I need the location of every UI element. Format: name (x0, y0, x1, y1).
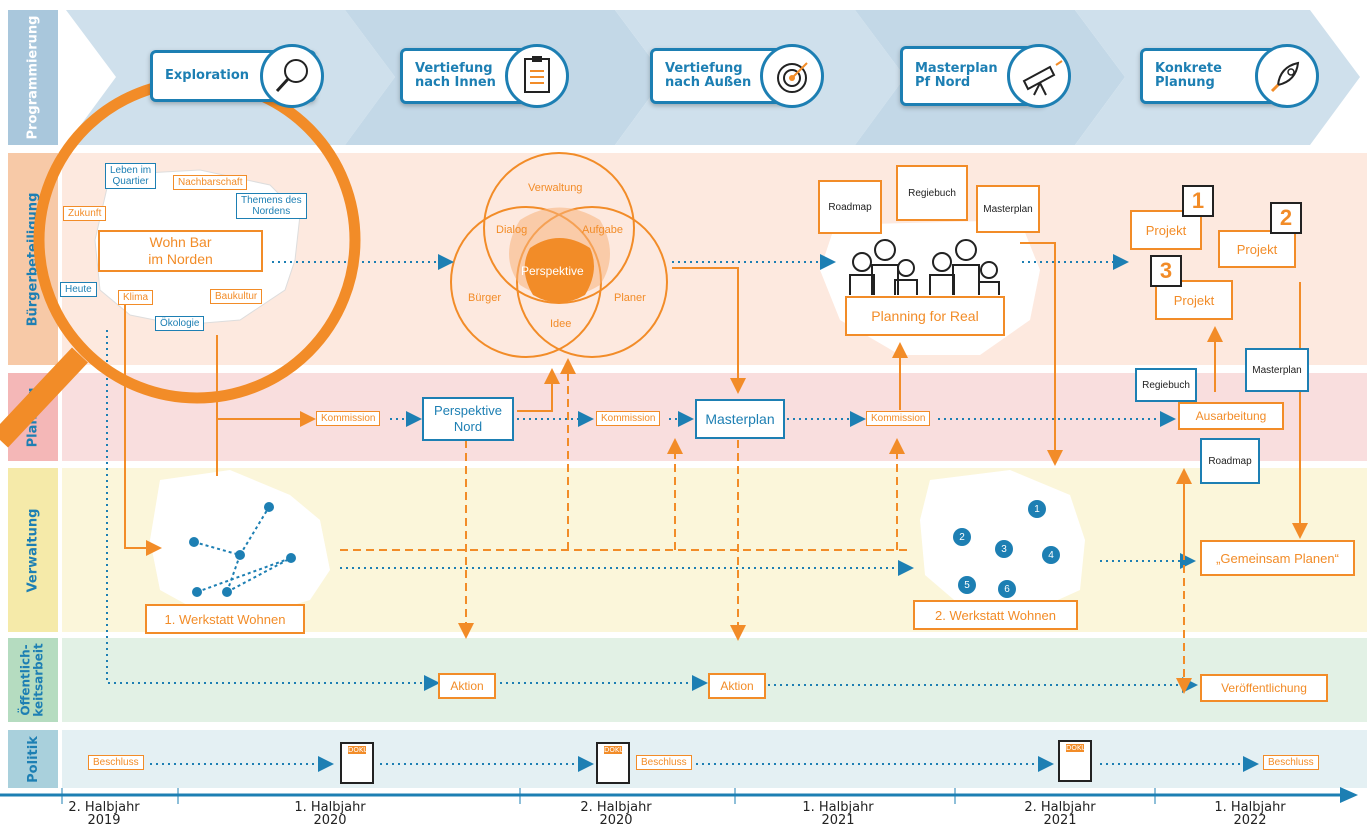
topic-themens-des-nordens: Themens des Nordens (236, 193, 307, 219)
rocket-icon (1255, 44, 1319, 108)
topic-baukultur: Baukultur (210, 289, 263, 304)
timeline-label-2021-h2: 2. Halbjahr 2021 (1024, 800, 1096, 828)
werkstatt2-point-1: 1 (1028, 500, 1046, 518)
regiebuch-bubble: Regiebuch (1135, 368, 1197, 402)
werkstatt1-map-shape (150, 470, 330, 615)
kommission-tag-3: Kommission (866, 411, 931, 426)
werkstatt2-point-6: 6 (998, 580, 1016, 598)
projekt-number-1: 1 (1182, 185, 1214, 217)
phase-label: Konkrete Planung (1155, 61, 1222, 90)
doku-label: DOKU (1066, 744, 1087, 752)
projekt-label: Projekt (1145, 222, 1187, 238)
timeline-arrowhead (1340, 787, 1358, 803)
projekt-label: Projekt (1236, 241, 1278, 257)
speech-bubble-regiebuch: Regiebuch (896, 165, 968, 221)
perspektive-nord-box[interactable]: Perspektive Nord (422, 397, 514, 441)
aktion-box-1[interactable]: Aktion (438, 673, 496, 699)
venn-label-idee: Idee (550, 318, 572, 330)
magnifier-handle-overlay (0, 347, 89, 448)
timeline-label-2022-h1: 1. Halbjahr 2022 (1214, 800, 1286, 828)
people-group-icon (849, 239, 1000, 295)
masterplan-box[interactable]: Masterplan (695, 399, 785, 439)
venn-label-dialog: Dialog (496, 224, 528, 236)
ausarbeitung-box[interactable]: Ausarbeitung (1178, 402, 1284, 430)
topic-oekologie: Ökologie (155, 316, 205, 331)
clipboard-icon (505, 44, 569, 108)
beschluss-tag-2: Beschluss (636, 755, 692, 770)
aktion-box-2[interactable]: Aktion (708, 673, 766, 699)
topic-heute: Heute (60, 282, 97, 297)
lane-label-verwaltung: Verwaltung (8, 468, 58, 632)
doku-label: DOKU (348, 746, 369, 754)
phase-vertiefung-innen[interactable]: Vertiefung nach Innen (400, 48, 546, 104)
topic-nachbarschaft: Nachbarschaft (173, 175, 248, 190)
lane-label-politik: Politik (8, 730, 58, 788)
werkstatt-wohnen-2[interactable]: 2. Werkstatt Wohnen (913, 600, 1078, 630)
phase-label: Exploration (165, 68, 249, 83)
werkstatt2-point-3: 3 (995, 540, 1013, 558)
venn-circle-planer (516, 206, 668, 358)
projekt-number-3: 3 (1150, 255, 1182, 287)
phase-label: Vertiefung nach Innen (415, 61, 496, 90)
timeline-label-2020-h2: 2. Halbjahr 2020 (580, 800, 652, 828)
lane-label-programmierung: Programmierung (8, 10, 58, 145)
projekt-label: Projekt (1173, 292, 1215, 308)
phase-label: Vertiefung nach Außen (665, 61, 752, 90)
timeline-ticks (61, 788, 1156, 804)
speech-bubble-masterplan: Masterplan (976, 185, 1040, 233)
werkstatt-wohnen-1[interactable]: 1. Werkstatt Wohnen (145, 604, 305, 634)
topic-leben-im-quartier: Leben im Quartier (105, 163, 157, 189)
topic-klima: Klima (118, 290, 154, 305)
wohnbar-box[interactable]: Wohn Bar im Norden (98, 230, 263, 272)
timeline-label-2019-h2: 2. Halbjahr 2019 (68, 800, 140, 828)
werkstatt2-point-4: 4 (1042, 546, 1060, 564)
beschluss-tag-3: Beschluss (1263, 755, 1319, 770)
timeline-label-2020-h1: 1. Halbjahr 2020 (294, 800, 366, 828)
kommission-tag-1: Kommission (316, 411, 381, 426)
topic-zukunft: Zukunft (63, 206, 107, 221)
doku-label: DOKU (604, 746, 625, 754)
projekt-2[interactable]: Projekt (1218, 230, 1296, 268)
lane-label-oeffentlichkeitsarbeit: Öffentlich- keitsarbeit (8, 638, 58, 722)
planning-for-real-box[interactable]: Planning for Real (845, 296, 1005, 336)
projekt-number-2: 2 (1270, 202, 1302, 234)
werkstatt2-point-2: 2 (953, 528, 971, 546)
doku-icon-3: DOKU (1058, 740, 1092, 782)
beschluss-tag-1: Beschluss (88, 755, 144, 770)
roadmap-bubble: Roadmap (1200, 438, 1260, 484)
venn-label-buerger: Bürger (468, 292, 502, 304)
speech-bubble-roadmap: Roadmap (818, 180, 882, 234)
target-icon (760, 44, 824, 108)
venn-label-planer: Planer (614, 292, 646, 304)
telescope-icon (1007, 44, 1071, 108)
veroeffentlichung-box[interactable]: Veröffentlichung (1200, 674, 1328, 702)
venn-label-verwaltung: Verwaltung (528, 182, 583, 194)
venn-label-aufgabe: Aufgabe (582, 224, 623, 236)
doku-icon-2: DOKU (596, 742, 630, 784)
werkstatt2-point-5: 5 (958, 576, 976, 594)
gemeinsam-planen-box[interactable]: „Gemeinsam Planen“ (1200, 540, 1355, 576)
doku-icon-1: DOKU (340, 742, 374, 784)
kommission-tag-2: Kommission (596, 411, 661, 426)
timeline-label-2021-h1: 1. Halbjahr 2021 (802, 800, 874, 828)
lane-politik (62, 730, 1367, 788)
masterplan-bubble: Masterplan (1245, 348, 1309, 392)
phase-label: Masterplan Pf Nord (915, 61, 998, 90)
venn-label-perspektive: Perspektive (521, 264, 584, 278)
magnifier-icon (260, 44, 324, 108)
